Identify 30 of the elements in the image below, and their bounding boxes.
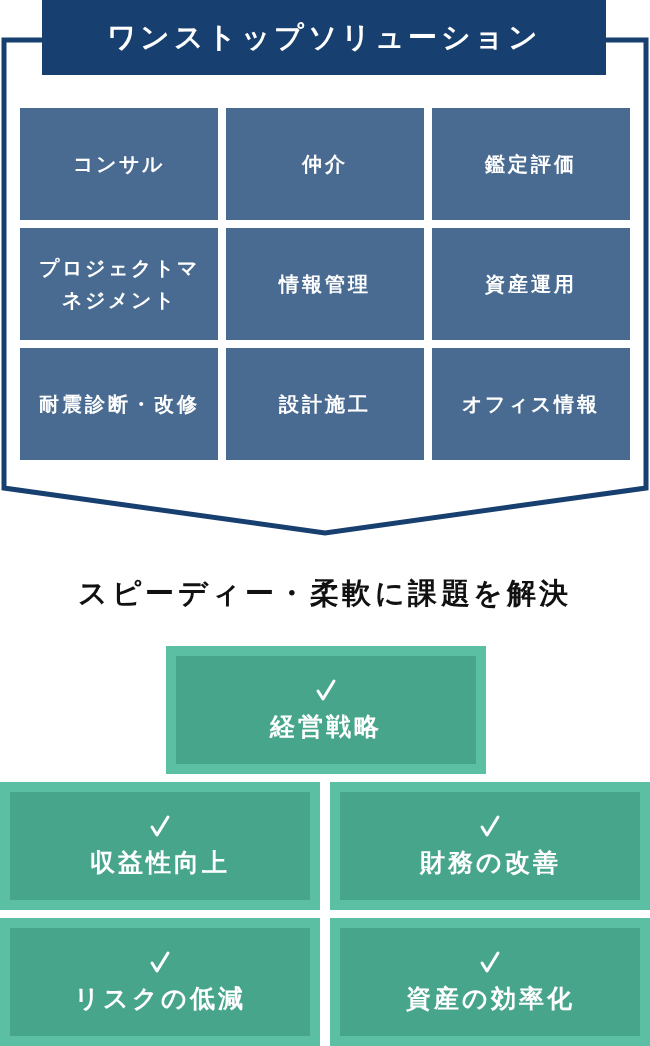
service-box	[432, 348, 630, 460]
service-box	[432, 228, 630, 340]
benefit-box	[0, 918, 320, 1046]
benefit-box	[0, 782, 320, 910]
benefit-box	[330, 918, 650, 1046]
benefit-label: 財務の改善	[419, 846, 561, 879]
service-label: 設計施工	[278, 391, 372, 418]
service-box	[226, 348, 424, 460]
service-label: 鑑定評価	[483, 151, 578, 178]
service-label: オフィス情報	[461, 391, 601, 418]
benefit-label: 収益性向上	[90, 846, 230, 879]
service-box	[20, 108, 218, 220]
benefit-box	[330, 782, 650, 910]
service-label: 仲介	[301, 151, 349, 178]
heading: スピーディー・柔軟に課題を解決	[77, 575, 573, 612]
service-label: プロジェクトマネジメント	[37, 255, 201, 314]
title-band: ワンストップソリューション	[42, 0, 606, 75]
service-box	[226, 108, 424, 220]
benefit-label: リスクの低減	[74, 982, 246, 1015]
benefit-box	[166, 646, 486, 774]
service-box	[432, 108, 630, 220]
service-label: 情報管理	[277, 271, 372, 298]
service-label: 耐震診断・改修	[37, 391, 201, 418]
service-box	[20, 348, 218, 460]
service-label: 資産運用	[484, 271, 578, 298]
benefit-label: 経営戦略	[270, 710, 382, 743]
service-label: コンサル	[72, 151, 166, 178]
benefit-label: 資産の効率化	[405, 982, 575, 1015]
service-box	[20, 228, 218, 340]
service-box	[226, 228, 424, 340]
